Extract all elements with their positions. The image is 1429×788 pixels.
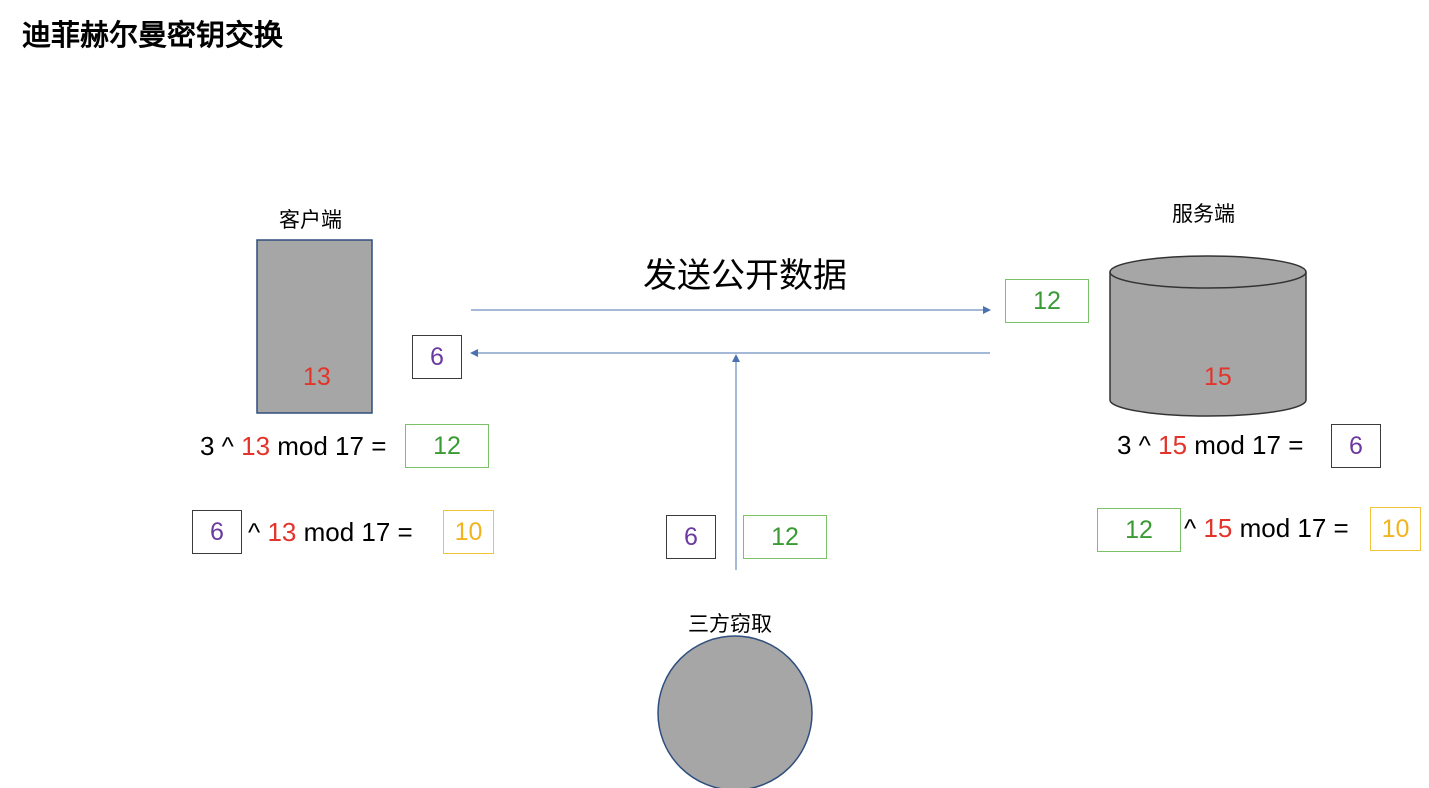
- client-secret: 13: [303, 363, 331, 391]
- server-eq2-exp: 15: [1203, 513, 1233, 543]
- eavesdropper-node: [657, 635, 813, 788]
- client-eq2-result-box: 10: [443, 510, 494, 554]
- client-eq2-mid: ^: [248, 517, 268, 547]
- client-eq1-prefix: 3 ^: [200, 431, 242, 461]
- server-eq1: 3 ^ 15 mod 17 =: [1117, 430, 1303, 461]
- public-channel-label: 发送公开数据: [643, 256, 847, 296]
- client-eq2-exp: 13: [267, 517, 297, 547]
- server-eq1-suffix: mod 17 =: [1187, 430, 1304, 460]
- intercepted-value-a-box: 6: [666, 515, 716, 559]
- client-label: 客户端: [279, 208, 342, 232]
- server-label: 服务端: [1172, 202, 1235, 226]
- client-eq2-base-box: 6: [192, 510, 242, 554]
- server-eq2: ^ 15 mod 17 =: [1184, 513, 1349, 544]
- server-node: [1109, 255, 1307, 417]
- client-eq1-suffix: mod 17 =: [270, 431, 387, 461]
- server-eq2-result-box: 10: [1370, 507, 1421, 551]
- server-eq1-exp: 15: [1158, 430, 1188, 460]
- server-eq2-base-box: 12: [1097, 508, 1181, 552]
- client-eq2: ^ 13 mod 17 =: [248, 517, 413, 548]
- client-node: [256, 239, 373, 414]
- server-eq1-prefix: 3 ^: [1117, 430, 1159, 460]
- page-title: 迪菲赫尔曼密钥交换: [22, 18, 284, 52]
- server-eq2-suffix: mod 17 =: [1232, 513, 1349, 543]
- client-eq1-exp: 13: [241, 431, 271, 461]
- transmitted-to-server-box: 12: [1005, 279, 1089, 323]
- eavesdropper-label: 三方窃取: [688, 612, 772, 636]
- server-eq1-result-box: 6: [1331, 424, 1381, 468]
- client-eq1-result-box: 12: [405, 424, 489, 468]
- client-eq2-suffix: mod 17 =: [296, 517, 413, 547]
- server-secret: 15: [1204, 363, 1232, 391]
- intercepted-value-b-box: 12: [743, 515, 827, 559]
- server-eq2-mid: ^: [1184, 513, 1204, 543]
- client-eq1: 3 ^ 13 mod 17 =: [200, 431, 386, 462]
- transmitted-to-client-box: 6: [412, 335, 462, 379]
